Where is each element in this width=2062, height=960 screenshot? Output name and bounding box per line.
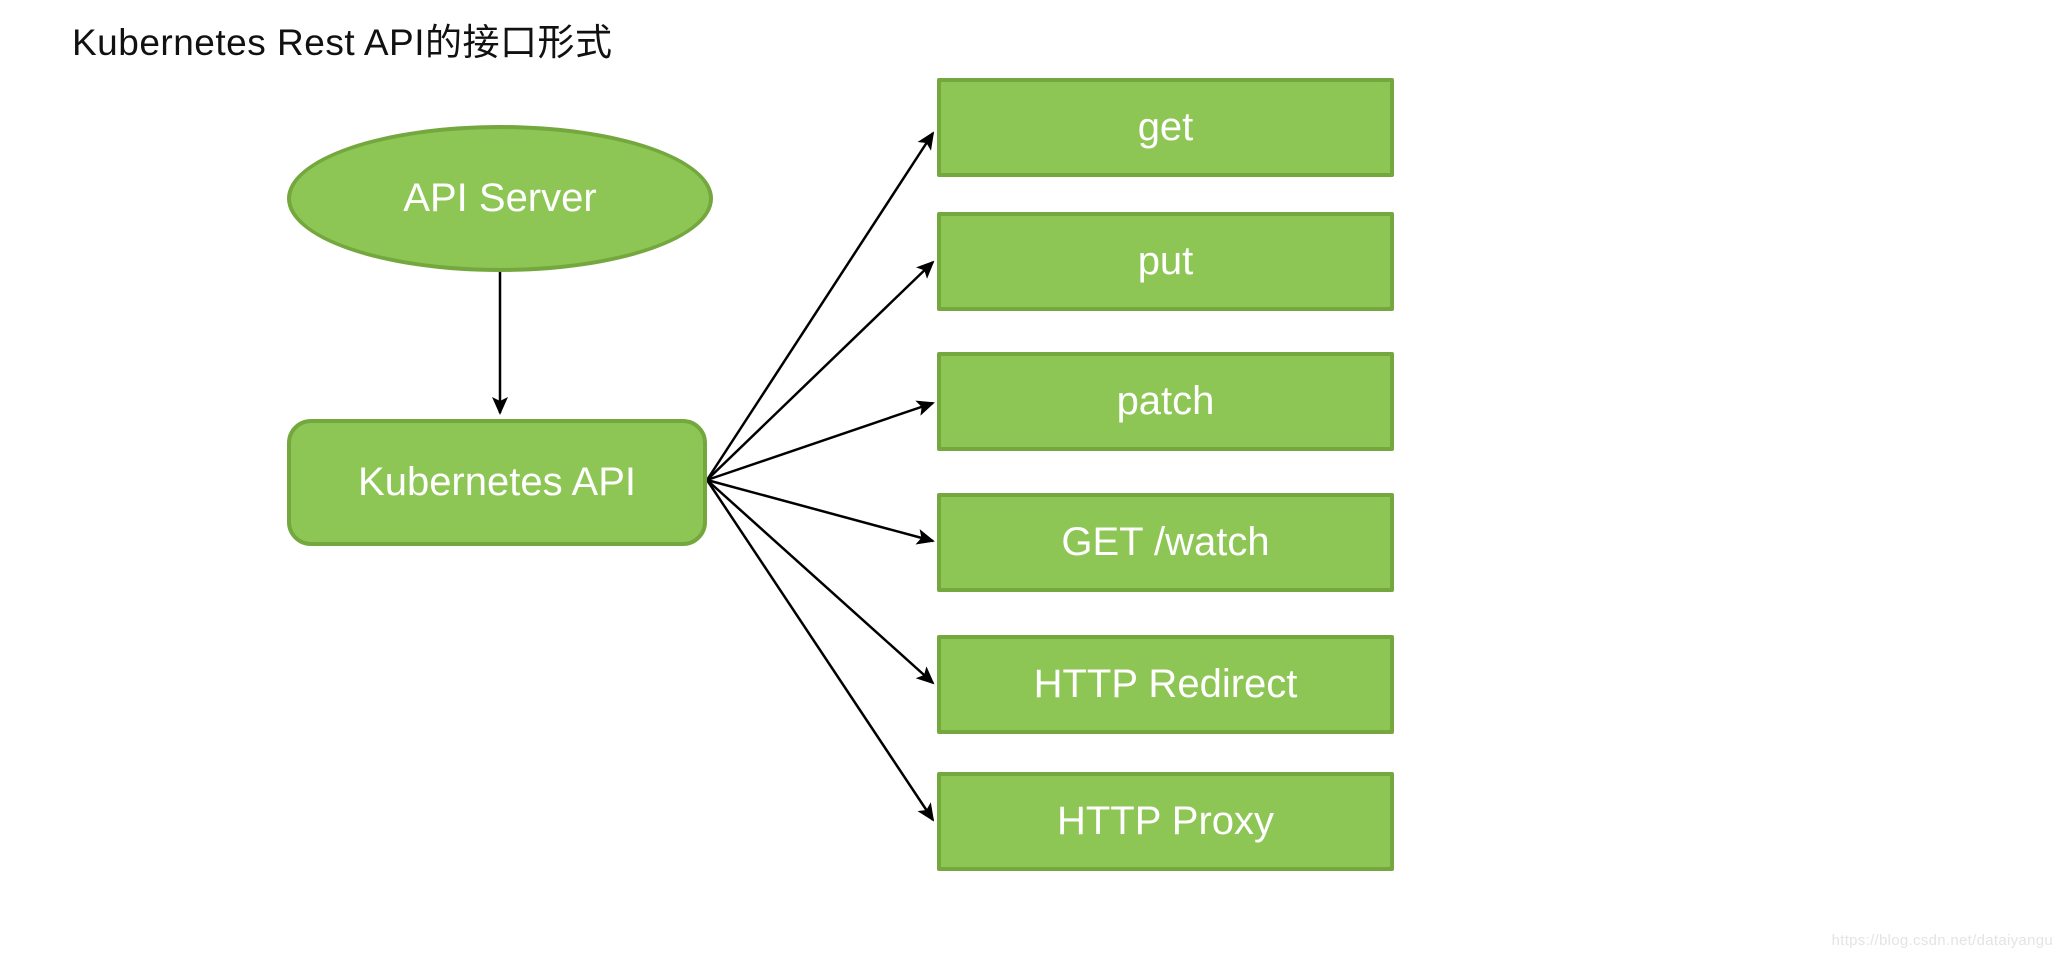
node-kubernetes-api-label: Kubernetes API — [358, 460, 636, 504]
node-http-proxy: HTTP Proxy — [937, 772, 1394, 871]
node-http-redirect-label: HTTP Redirect — [1033, 662, 1298, 706]
node-kubernetes-api: Kubernetes API — [287, 419, 707, 546]
node-http-proxy-label: HTTP Proxy — [1056, 799, 1275, 843]
node-patch: patch — [937, 352, 1394, 451]
node-put: put — [937, 212, 1394, 311]
node-api-server: API Server — [287, 125, 713, 272]
edge-to-get — [705, 131, 935, 481]
node-put-label: put — [1137, 239, 1194, 283]
node-api-server-label: API Server — [403, 176, 597, 220]
edge-to-patch — [706, 400, 935, 482]
page-title: Kubernetes Rest API的接口形式 — [72, 22, 613, 63]
node-patch-label: patch — [1116, 379, 1215, 423]
edge-to-get-watch — [706, 478, 935, 545]
watermark: https://blog.csdn.net/dataiyangu — [1831, 932, 2053, 949]
node-get-label: get — [1137, 105, 1194, 149]
node-http-redirect: HTTP Redirect — [937, 635, 1394, 734]
node-get-watch-label: GET /watch — [1061, 520, 1270, 564]
node-get: get — [937, 78, 1394, 177]
edge-to-http-redirect — [706, 479, 935, 685]
edge-to-put — [706, 260, 935, 481]
node-get-watch: GET /watch — [937, 493, 1394, 592]
edge-to-http-proxy — [705, 479, 935, 822]
